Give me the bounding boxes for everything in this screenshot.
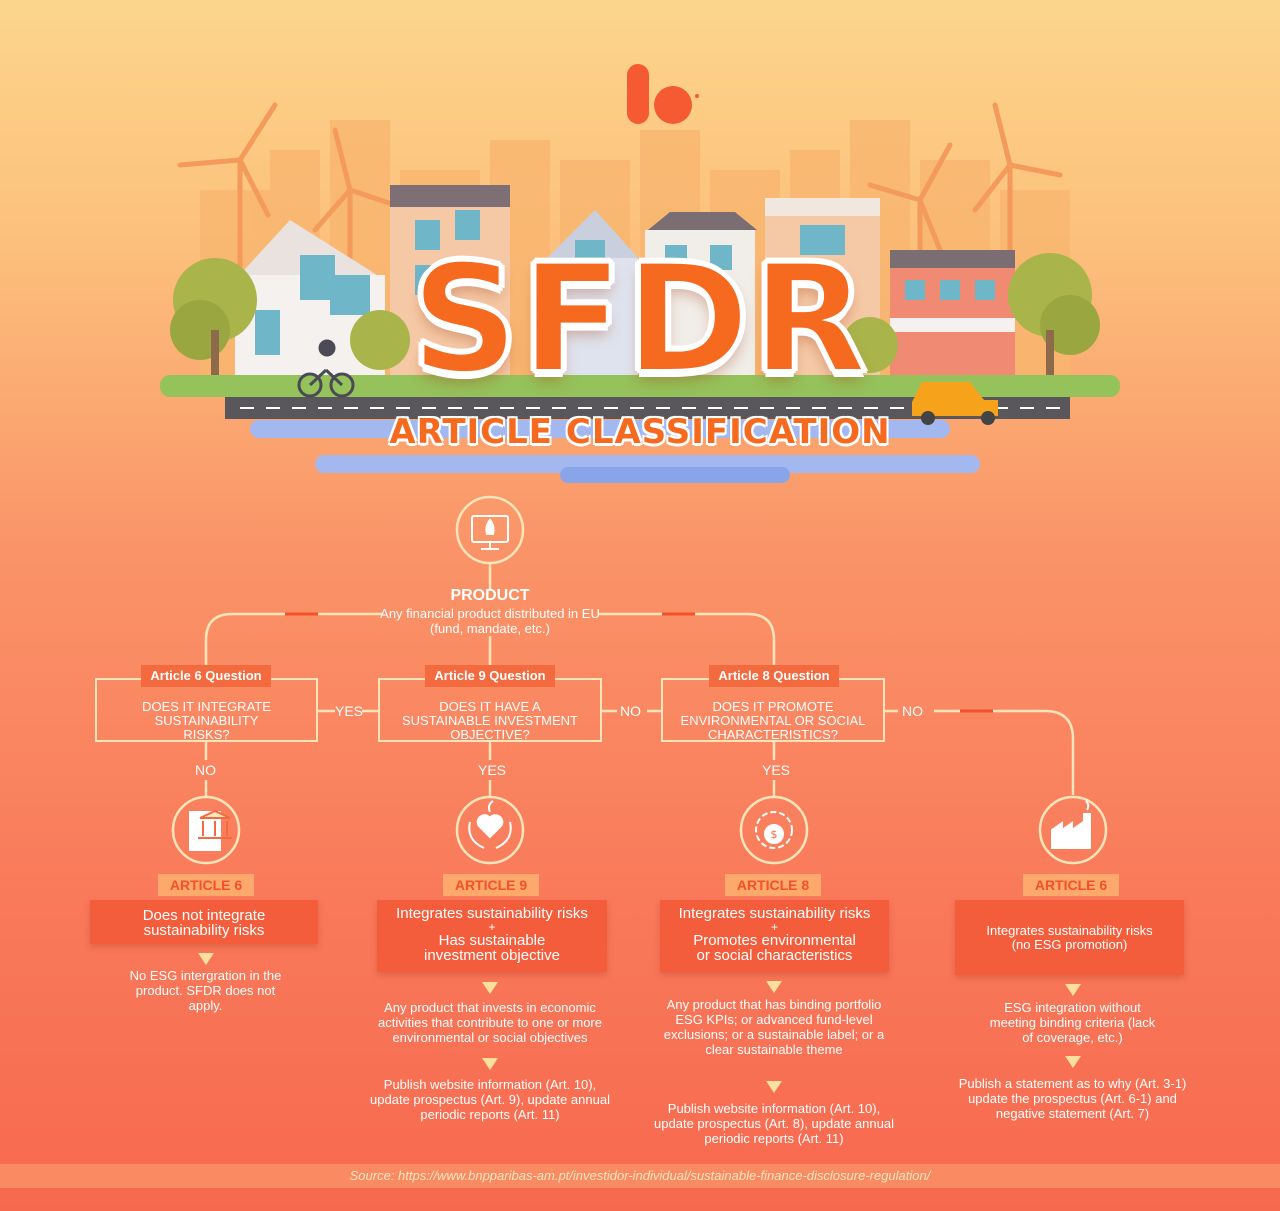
article-8-question-tag: Article 8 Question <box>709 665 839 687</box>
yes-label-q6-q9: YES <box>335 703 364 719</box>
article-9-requirements: Publish website information (Art. 10), u… <box>370 1077 610 1122</box>
box-line: (no ESG promotion) <box>1011 937 1128 952</box>
plus-sign: + <box>488 920 496 934</box>
arrow-down-icon <box>766 1081 782 1093</box>
article-6-right-box: Integrates sustainability risks (no ESG … <box>955 900 1184 975</box>
arrow-down-icon <box>198 953 214 965</box>
arrow-down-icon <box>482 1058 498 1070</box>
article-9-question-tag: Article 9 Question <box>425 665 555 687</box>
box-line: Promotes environmental <box>693 932 856 949</box>
question-text: DOES IT PROMOTE ENVIRONMENTAL OR SOCIAL … <box>680 699 866 742</box>
product-description: Any financial product distributed in EU … <box>380 606 600 636</box>
trees <box>170 253 1100 385</box>
arrow-down-icon <box>482 982 498 994</box>
taxi-car <box>912 382 998 425</box>
houses <box>235 185 1015 385</box>
svg-text:$: $ <box>771 828 778 841</box>
city-illustration <box>160 64 1120 483</box>
brand-logo <box>627 64 699 124</box>
no-label-q9-q8: NO <box>620 703 641 719</box>
arrow-down-icon <box>766 981 782 993</box>
article-9-tag: ARTICLE 9 <box>443 874 539 896</box>
arrow-down-icon <box>1065 1056 1081 1068</box>
article-6-tag: ARTICLE 6 <box>158 874 254 896</box>
box-line: Integrates sustainability risks <box>396 905 588 922</box>
article-6-question-tag: Article 6 Question <box>141 665 271 687</box>
article-8-box: Integrates sustainability risks + Promot… <box>660 900 889 972</box>
box-line: Integrates sustainability risks <box>986 923 1153 938</box>
article-6-right-requirements: Publish a statement as to why (Art. 3-1)… <box>958 1076 1187 1121</box>
article-8-description: Any product that has binding portfolio E… <box>663 997 885 1057</box>
article-9-box: Integrates sustainability risks + Has su… <box>377 900 607 972</box>
question-text: DOES IT HAVE A SUSTAINABLE INVESTMENT OB… <box>401 699 578 742</box>
yes-label-q8-down: YES <box>762 762 791 778</box>
source-citation: Source: https://www.bnpparibas-am.pt/inv… <box>0 1164 1280 1188</box>
box-line: Does not integrate <box>142 907 266 924</box>
cyclist <box>297 339 355 398</box>
main-title: SFDR <box>409 233 870 407</box>
article-9-description: Any product that invests in economic act… <box>377 1000 602 1045</box>
arrow-down-icon <box>1065 984 1081 996</box>
article-6-right-tag: ARTICLE 6 <box>1023 874 1119 896</box>
article-9-question-box: DOES IT HAVE A SUSTAINABLE INVESTMENT OB… <box>378 678 602 742</box>
article-6-box: Does not integrate sustainability risks <box>90 900 318 944</box>
box-line: or social characteristics <box>696 947 853 964</box>
monitor-rocket-icon <box>471 515 509 550</box>
article-8-question-box: DOES IT PROMOTE ENVIRONMENTAL OR SOCIAL … <box>661 678 885 742</box>
heart-hands-icon <box>468 800 512 849</box>
article-8-requirements: Publish website information (Art. 10), u… <box>654 1101 894 1146</box>
no-label-q8-right: NO <box>902 703 923 719</box>
product-title: PRODUCT <box>450 587 530 604</box>
box-line: Has sustainable <box>438 932 546 949</box>
box-line: sustainability risks <box>143 922 265 939</box>
article-6-description: No ESG intergration in the product. SFDR… <box>129 968 282 1013</box>
money-gear-icon: $ <box>755 811 793 849</box>
yes-label-q9-down: YES <box>478 762 507 778</box>
question-text: DOES IT INTEGRATE SUSTAINABILITY RISKS? <box>142 699 271 742</box>
source-link[interactable]: Source: https://www.bnpparibas-am.pt/inv… <box>349 1168 931 1183</box>
box-line: investment objective <box>424 947 560 964</box>
article-6-right-description: ESG integration without meeting binding … <box>989 1000 1156 1045</box>
bank-document-icon <box>189 809 232 851</box>
subtitle: ARTICLE CLASSIFICATION <box>389 412 891 452</box>
factory-icon <box>1051 800 1091 849</box>
article-6-question-box: DOES IT INTEGRATE SUSTAINABILITY RISKS? <box>95 678 318 742</box>
article-8-tag: ARTICLE 8 <box>725 874 821 896</box>
no-label-q6-down: NO <box>195 762 216 778</box>
box-line: Integrates sustainability risks <box>678 905 871 922</box>
plus-sign: + <box>770 920 778 934</box>
